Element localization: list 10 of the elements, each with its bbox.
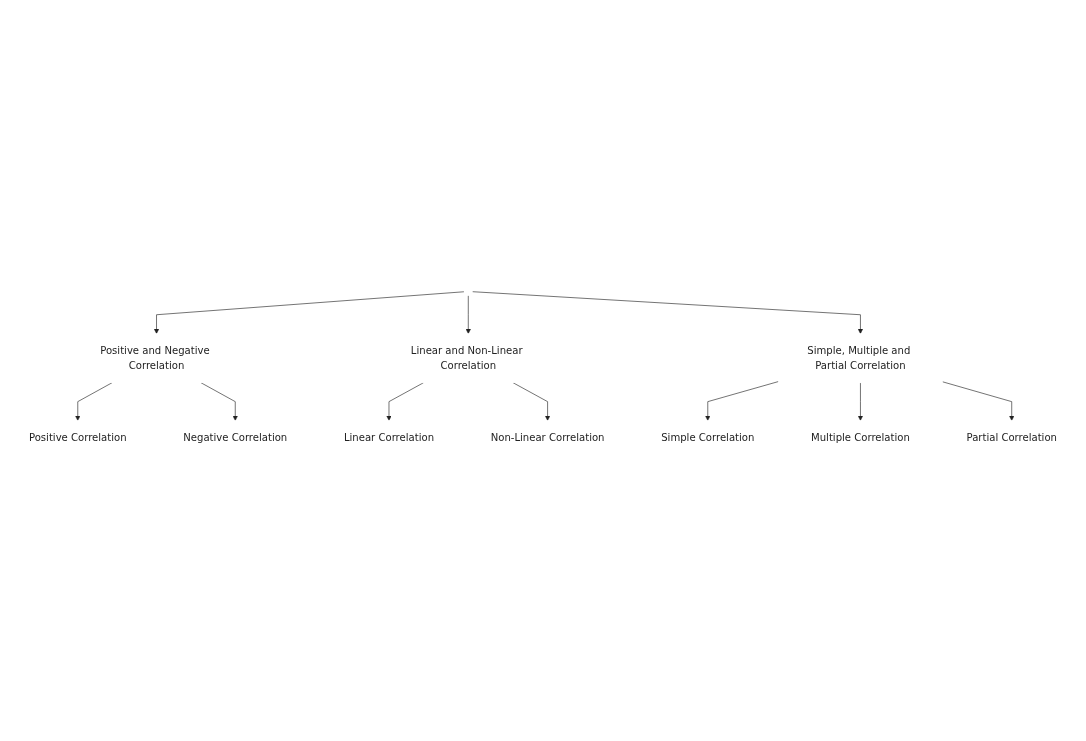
node-text: Multiple Correlation [811,430,910,443]
node-text: Non-Linear Correlation [490,430,605,443]
node-text: Positive and Negative Correlation [100,344,210,372]
node-text: Linear Correlation [343,430,435,443]
node-text: Linear and Non-Linear Correlation [410,344,523,372]
node-text: Simple Correlation [661,430,755,443]
node-text: Negative Correlation [183,430,288,443]
node-text: Partial Correlation [966,430,1057,443]
node-text: Positive Correlation [29,430,127,443]
node-text: Simple, Multiple and Partial Correlation [807,344,911,372]
